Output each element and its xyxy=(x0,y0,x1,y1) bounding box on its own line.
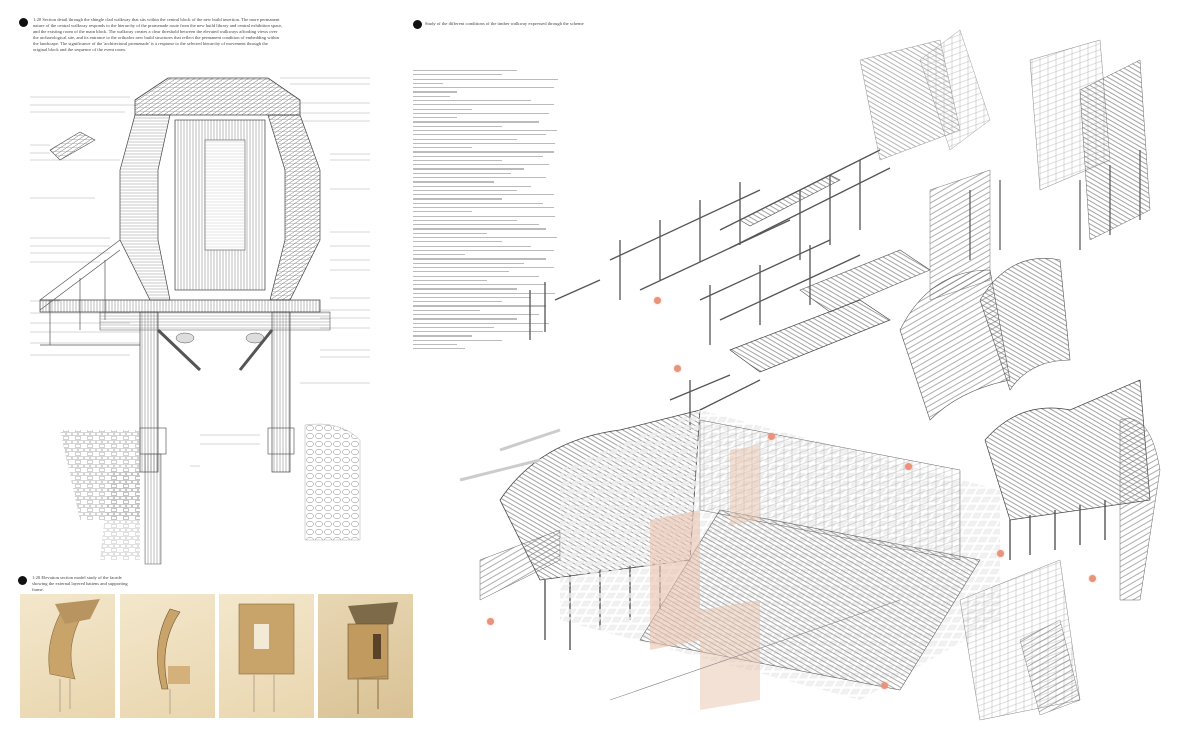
callout-marker xyxy=(905,463,912,470)
panel-3-caption: 1:20 Elevation section model study of th… xyxy=(32,575,128,592)
component-list xyxy=(413,70,561,353)
model-photo-2 xyxy=(120,594,215,718)
callout-marker xyxy=(768,433,775,440)
model-photo-1 xyxy=(20,594,115,718)
callout-marker xyxy=(674,365,681,372)
callout-marker xyxy=(881,682,888,689)
callout-marker xyxy=(997,550,1004,557)
panel-2-caption: Study of the different conditions of the… xyxy=(425,21,584,26)
panel-1-badge xyxy=(19,18,28,27)
callout-marker xyxy=(487,618,494,625)
callout-marker xyxy=(654,297,661,304)
callout-marker xyxy=(1089,575,1096,582)
panel-1-caption: 1:20 Section detail through the shingle … xyxy=(33,17,283,52)
panel-2-badge xyxy=(413,20,422,29)
model-photo-4 xyxy=(318,594,413,718)
model-photo-3 xyxy=(219,594,314,718)
panel-3-badge xyxy=(18,576,27,585)
